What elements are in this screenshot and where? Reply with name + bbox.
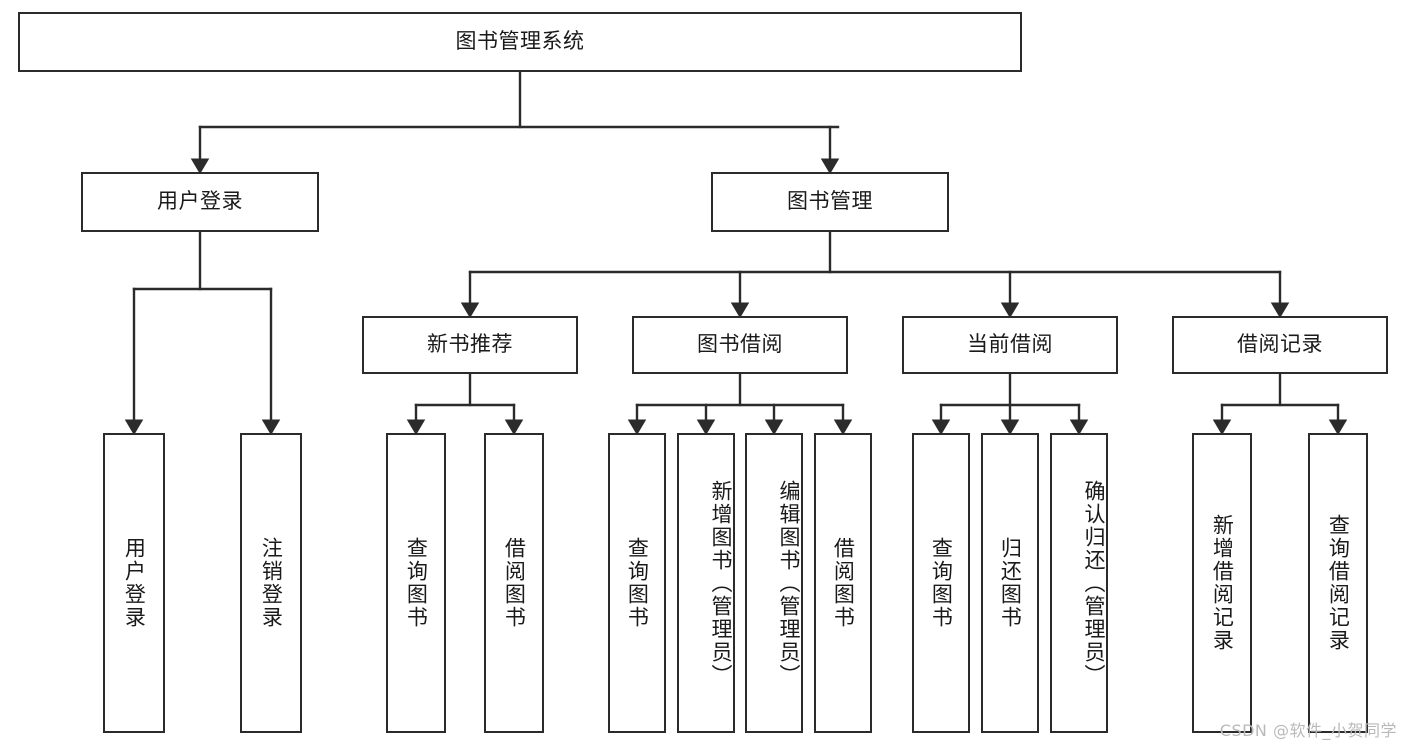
- node-label: 借阅记录: [1237, 332, 1323, 357]
- node-current-borrowing[interactable]: 当前借阅: [902, 316, 1118, 374]
- leaf-user-login[interactable]: 用户登录: [103, 433, 165, 733]
- node-label: 查询图书: [929, 537, 954, 629]
- node-label: 当前借阅: [967, 332, 1053, 357]
- node-label: 新书推荐: [427, 332, 513, 357]
- leaf-edit-book-admin[interactable]: 编辑图书（管理员）: [745, 433, 803, 733]
- node-label: 编辑图书（管理员）: [777, 479, 801, 687]
- node-label: 注销登录: [259, 537, 284, 629]
- node-label: 用户登录: [122, 537, 147, 629]
- node-new-book-recommendation[interactable]: 新书推荐: [362, 316, 578, 374]
- node-borrowing-records[interactable]: 借阅记录: [1172, 316, 1388, 374]
- node-label: 新增图书（管理员）: [709, 479, 733, 687]
- node-label: 借阅图书: [502, 537, 527, 629]
- node-label: 查询图书: [625, 537, 650, 629]
- node-label: 确认归还（管理员）: [1082, 479, 1106, 687]
- leaf-query-books-borrow[interactable]: 查询图书: [608, 433, 666, 733]
- leaf-query-borrow-record[interactable]: 查询借阅记录: [1308, 433, 1368, 733]
- node-root-book-management-system[interactable]: 图书管理系统: [18, 12, 1022, 72]
- leaf-query-books-current[interactable]: 查询图书: [912, 433, 970, 733]
- leaf-confirm-return-admin[interactable]: 确认归还（管理员）: [1050, 433, 1108, 733]
- leaf-logout[interactable]: 注销登录: [240, 433, 302, 733]
- leaf-add-borrow-record[interactable]: 新增借阅记录: [1192, 433, 1252, 733]
- node-book-borrowing[interactable]: 图书借阅: [632, 316, 848, 374]
- node-user-login[interactable]: 用户登录: [81, 172, 319, 232]
- leaf-return-books[interactable]: 归还图书: [981, 433, 1039, 733]
- node-label: 图书管理: [787, 189, 873, 214]
- csdn-watermark: CSDN @软件_小贺同学: [1219, 721, 1397, 740]
- node-book-management[interactable]: 图书管理: [711, 172, 949, 232]
- node-label: 图书管理系统: [455, 29, 585, 54]
- node-label: 查询借阅记录: [1326, 514, 1351, 652]
- node-label: 归还图书: [998, 537, 1023, 629]
- node-label: 新增借阅记录: [1210, 514, 1235, 652]
- leaf-query-books-new[interactable]: 查询图书: [386, 433, 446, 733]
- leaf-add-book-admin[interactable]: 新增图书（管理员）: [677, 433, 735, 733]
- node-label: 图书借阅: [697, 332, 783, 357]
- leaf-borrow-books[interactable]: 借阅图书: [814, 433, 872, 733]
- node-label: 借阅图书: [831, 537, 856, 629]
- node-label: 用户登录: [157, 189, 243, 214]
- leaf-borrow-books-new[interactable]: 借阅图书: [484, 433, 544, 733]
- node-label: 查询图书: [404, 537, 429, 629]
